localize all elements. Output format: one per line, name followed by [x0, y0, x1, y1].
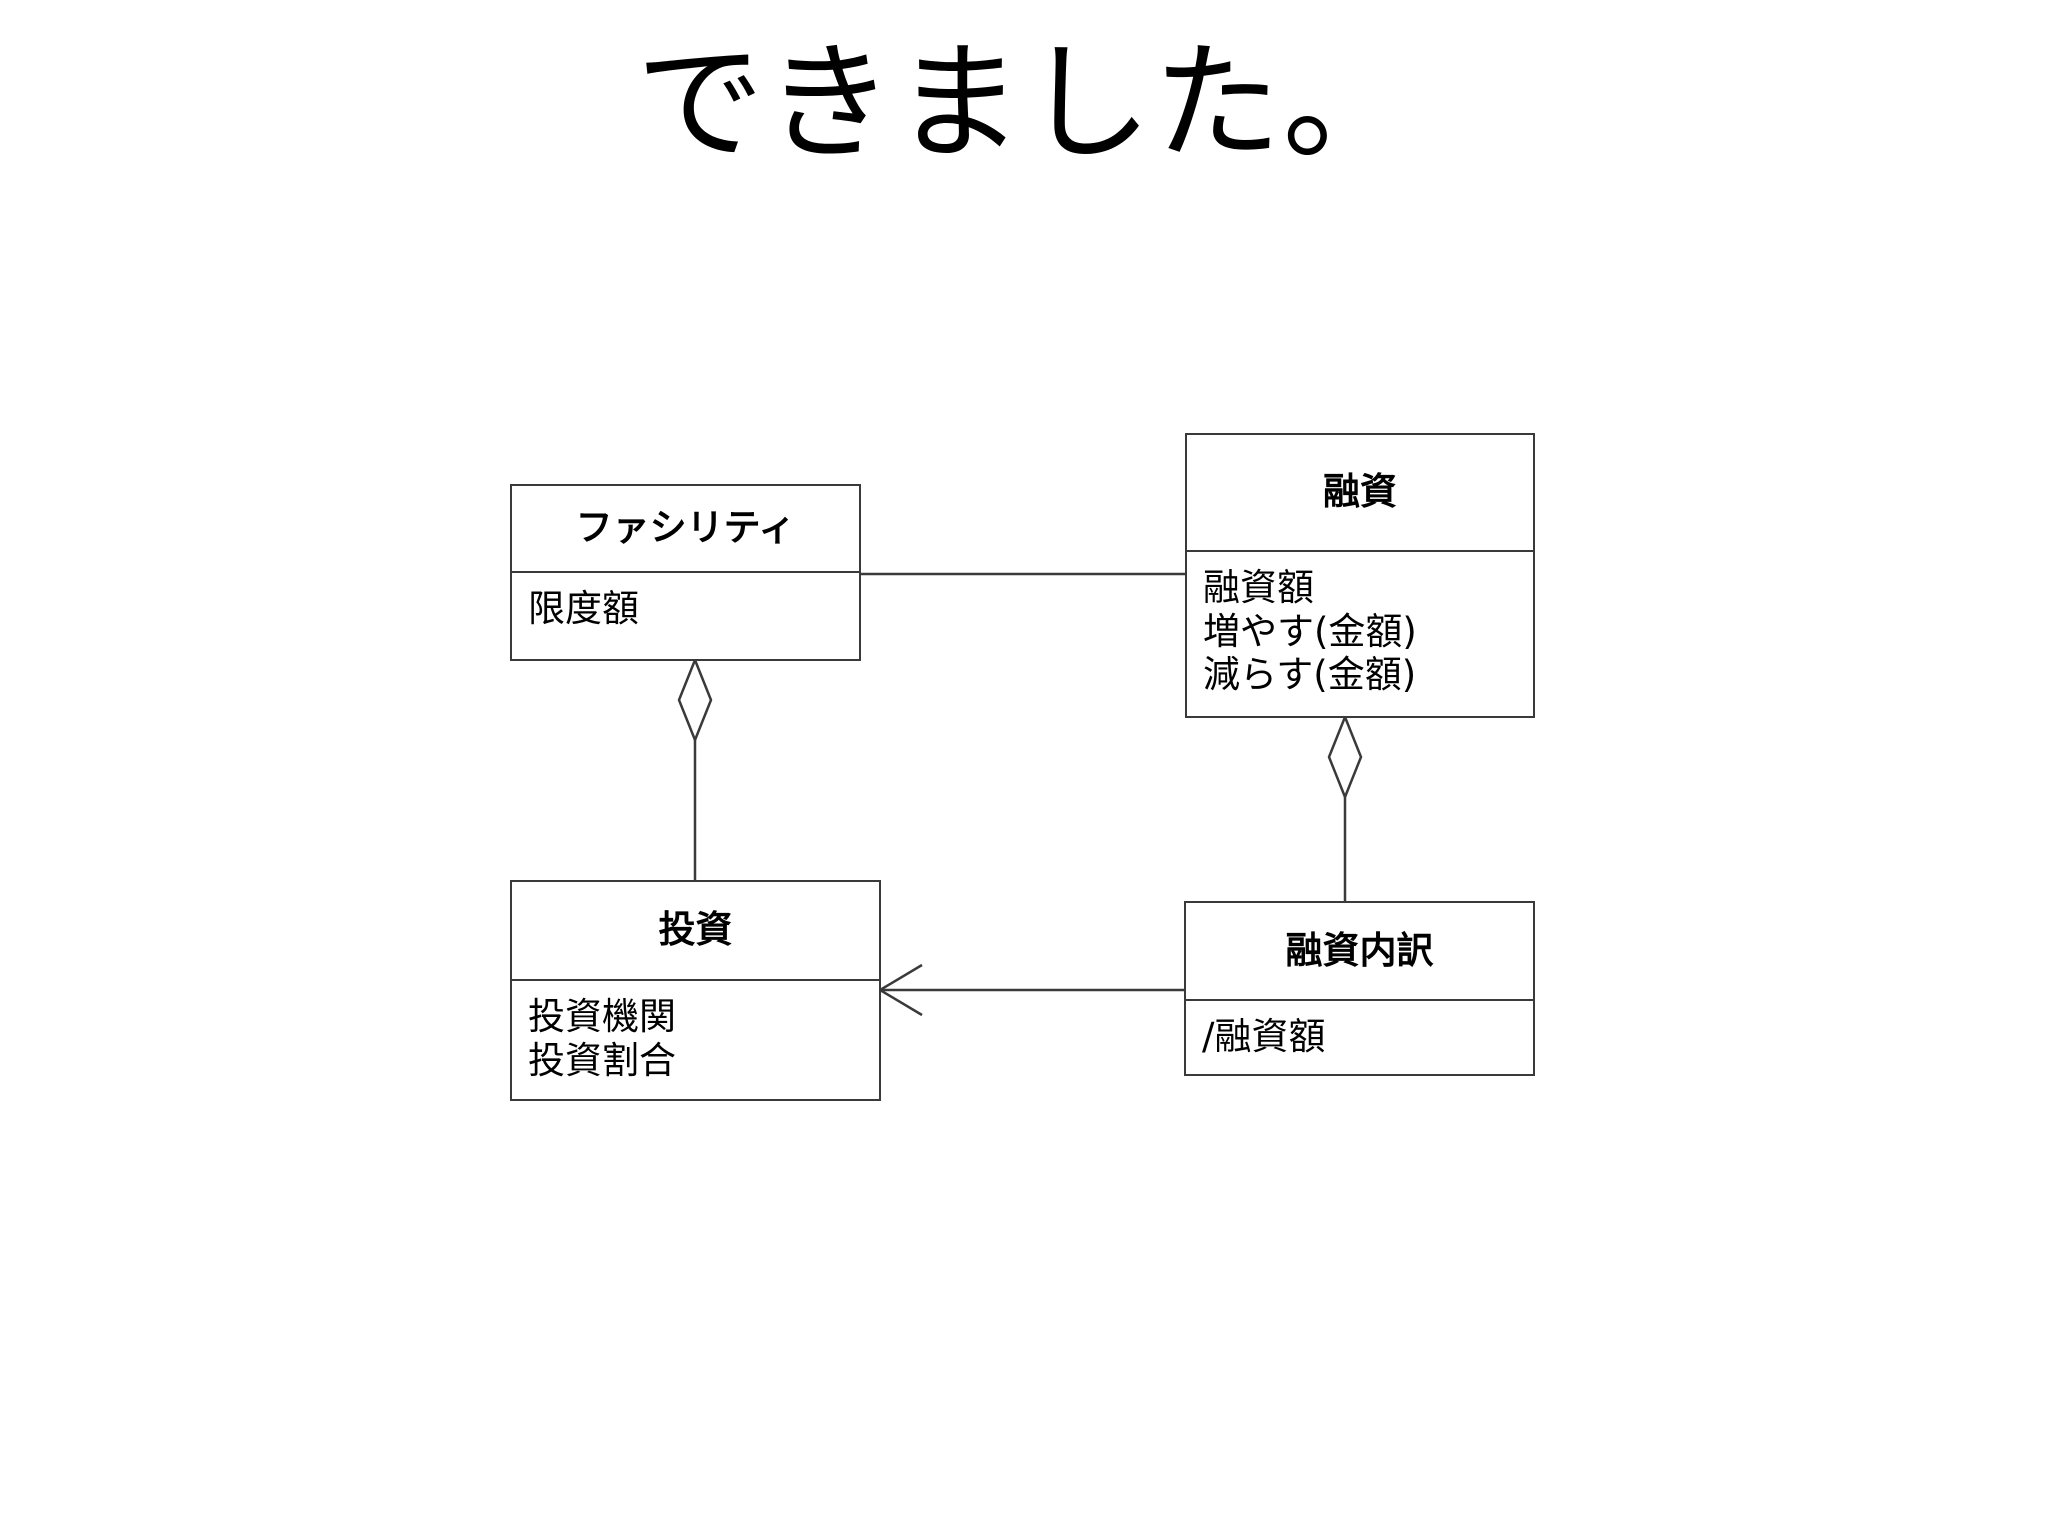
uml-class-facility[interactable]: ファシリティ 限度額 [510, 484, 861, 661]
connector-facility-loan [858, 572, 1188, 576]
aggregation-diamond-icon [677, 656, 713, 744]
uml-class-name-facility: ファシリティ [512, 486, 859, 573]
uml-attribute: 投資機関 [528, 995, 676, 1038]
uml-class-investment[interactable]: 投資 投資機関 投資割合 [510, 880, 881, 1101]
uml-attribute: 限度額 [528, 587, 639, 630]
uml-attribute: /融資額 [1202, 1015, 1326, 1058]
page-title: できました。 [636, 29, 1412, 178]
uml-attributes-facility: 限度額 [512, 573, 859, 631]
uml-class-name-loan: 融資 [1187, 435, 1533, 552]
uml-attributes-loan-detail: /融資額 [1186, 1001, 1533, 1059]
connector-facility-investment [677, 656, 713, 884]
uml-attributes-loan: 融資額 増やす(金額) 減らす(金額) [1187, 552, 1533, 697]
connector-loandetail-investment [877, 963, 1186, 1017]
uml-class-name-loan-detail: 融資内訳 [1186, 903, 1533, 1001]
aggregation-diamond-icon [1327, 713, 1363, 801]
connector-loan-loandetail [1327, 713, 1363, 905]
uml-class-name-investment: 投資 [512, 882, 879, 981]
uml-class-loan[interactable]: 融資 融資額 増やす(金額) 減らす(金額) [1185, 433, 1535, 718]
uml-attribute: 融資額 [1203, 566, 1314, 609]
uml-attributes-investment: 投資機関 投資割合 [512, 981, 879, 1082]
uml-attribute: 減らす(金額) [1203, 653, 1417, 697]
uml-class-loan-detail[interactable]: 融資内訳 /融資額 [1184, 901, 1535, 1076]
uml-attribute: 投資割合 [528, 1038, 676, 1082]
uml-attribute: 増やす(金額) [1203, 609, 1417, 653]
